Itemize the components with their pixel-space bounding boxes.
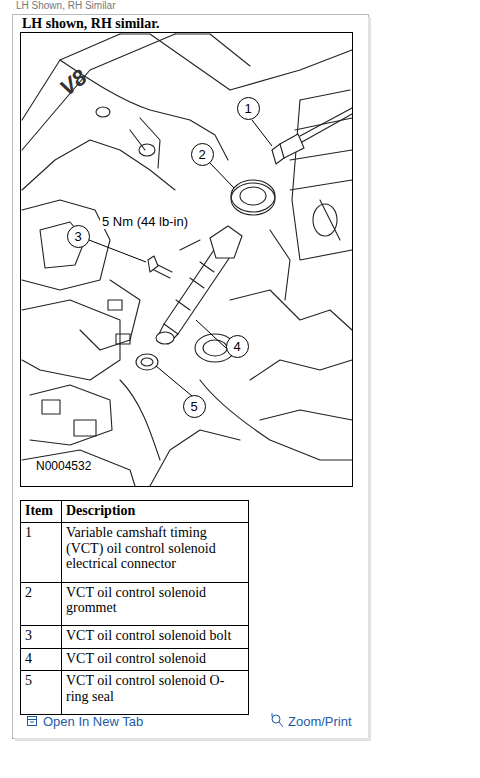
part-description: VCT oil control solenoid grommet	[66, 585, 206, 615]
table-cell: 1	[21, 523, 62, 582]
table-row: 1 Variable camshaft timing (VCT) oil cont…	[21, 523, 249, 582]
cropped-heading: LH Shown, RH Similar	[16, 0, 115, 11]
table-cell: Description	[62, 501, 249, 523]
item-number: 5	[25, 673, 32, 688]
table-cell: VCT oil control solenoid O-ring seal	[62, 671, 249, 715]
part-description: Variable camshaft timing (VCT) oil contr…	[66, 525, 216, 571]
item-number: 3	[25, 628, 32, 643]
table-cell: Item	[21, 501, 62, 523]
table-cell: 4	[21, 648, 62, 670]
callout-text: 5	[190, 399, 197, 414]
callout-number: 2	[191, 143, 214, 166]
callout-number: 5	[183, 395, 206, 418]
table-cell: VCT oil control solenoid	[62, 648, 249, 670]
table-header: Description	[66, 503, 135, 518]
callout-number: 3	[67, 225, 90, 248]
torque-spec: 5 Nm (44 lb-in)	[100, 214, 190, 229]
figure-title: LH shown, RH similar.	[22, 16, 160, 32]
table-cell: 3	[21, 626, 62, 648]
table-cell: VCT oil control solenoid bolt	[62, 626, 249, 648]
callout-text: 1	[244, 101, 251, 116]
table-row: Item Description	[21, 501, 249, 523]
parts-table: Item Description 1 Variable camshaft timing…	[20, 500, 249, 715]
table-row: 3 VCT oil control solenoid bolt	[21, 626, 249, 648]
table-cell: VCT oil control solenoid grommet	[62, 582, 249, 626]
link-text: Open In New Tab	[43, 714, 143, 729]
part-description: VCT oil control solenoid bolt	[66, 628, 231, 643]
table-cell: 2	[21, 582, 62, 626]
callout-number: 4	[226, 335, 249, 358]
callout-text: 2	[198, 147, 205, 162]
figure-number: N0004532	[36, 459, 91, 473]
link-text: Zoom/Print	[288, 714, 352, 729]
table-row: 4 VCT oil control solenoid	[21, 648, 249, 670]
table-cell: Variable camshaft timing (VCT) oil contr…	[62, 523, 249, 582]
table-header: Item	[25, 503, 53, 518]
table-cell: 5	[21, 671, 62, 715]
part-description: VCT oil control solenoid O-ring seal	[66, 673, 224, 703]
part-description: VCT oil control solenoid	[66, 651, 206, 666]
callout-number: 1	[237, 97, 260, 120]
table-row: 2 VCT oil control solenoid grommet	[21, 582, 249, 626]
callout-text: 3	[74, 229, 81, 244]
callout-text: 4	[233, 339, 240, 354]
item-number: 4	[25, 651, 32, 666]
item-number: 1	[25, 525, 32, 540]
table-row: 5 VCT oil control solenoid O-ring seal	[21, 671, 249, 715]
item-number: 2	[25, 585, 32, 600]
